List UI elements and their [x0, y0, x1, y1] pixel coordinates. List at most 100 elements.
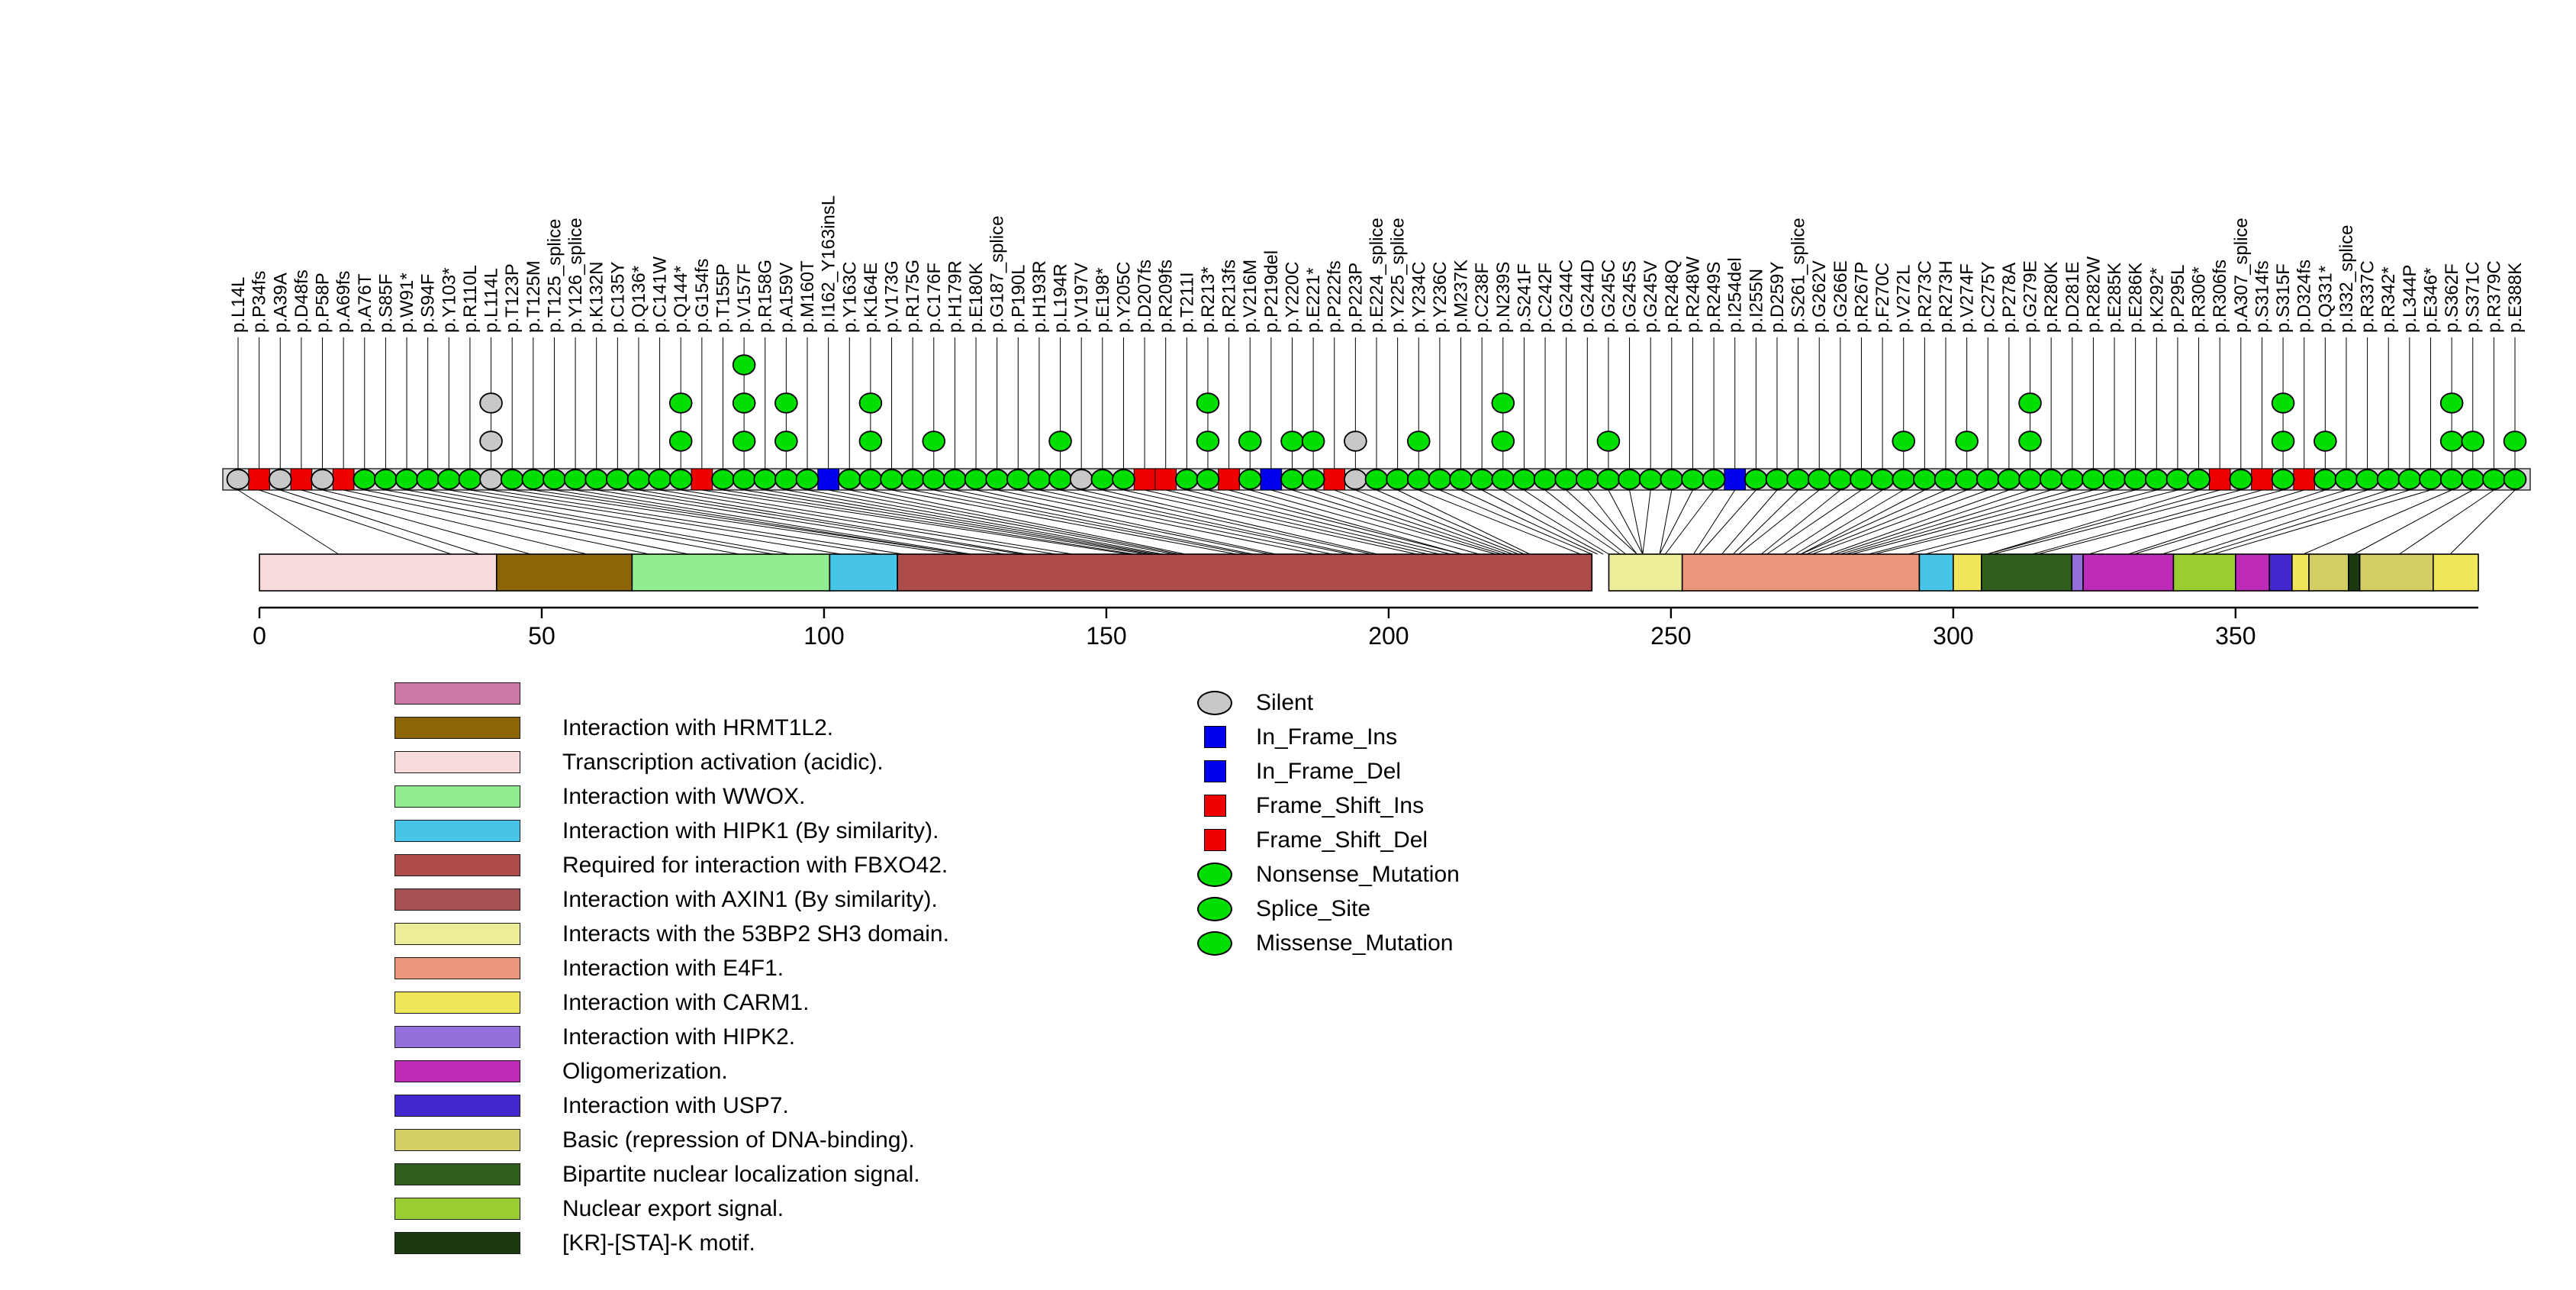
mutation-label: p.D259Y [1767, 262, 1788, 333]
mutation-lollipop [732, 431, 756, 452]
mutation-label: p.Y205C [1113, 262, 1134, 333]
mutation-label: p.C238F [1472, 263, 1492, 333]
mutation-lollipop [1112, 469, 1135, 490]
mutation-lollipop [1301, 469, 1325, 490]
mutation-label: p.L194R [1051, 263, 1071, 333]
mutation-lollipop [1955, 431, 1979, 452]
position-connector [2353, 489, 2473, 555]
square-marker-icon [1203, 760, 1226, 782]
legend-label: [KR]-[STA]-K motif. [562, 1230, 755, 1256]
type-marker-cell [1190, 795, 1239, 817]
mutation-lollipop [1596, 469, 1621, 490]
legend-label: In_Frame_Del [1256, 758, 1402, 784]
mutation-lollipop [1364, 469, 1389, 490]
legend-item: Required for interaction with FBXO42. [394, 848, 949, 882]
mutation-track-mark [290, 468, 313, 491]
mutation-label: p.E221* [1303, 268, 1324, 333]
position-connector [2128, 489, 2326, 555]
position-connector [1544, 489, 1626, 555]
mutation-lollipop [1280, 431, 1304, 452]
mutation-label: p.R306* [2189, 266, 2210, 333]
mutation-lollipop [858, 431, 883, 452]
position-connector [1187, 489, 1451, 555]
legend-label: Bipartite nuclear localization signal. [562, 1161, 920, 1187]
position-connector [975, 489, 1277, 555]
mutation-lollipop [1344, 431, 1367, 452]
mutation-lollipop [900, 469, 925, 490]
mutation-label: p.S315F [2273, 263, 2294, 333]
mutation-label: p.M237K [1451, 260, 1472, 333]
mutation-label: p.I254del [1725, 257, 1746, 333]
mutation-lollipop [1048, 431, 1072, 452]
mutation-label: p.D324fs [2294, 260, 2315, 333]
position-connector [1355, 489, 1519, 555]
legend-item: Missense_Mutation [1190, 926, 1460, 960]
mutation-lollipop [753, 469, 778, 490]
position-connector [1760, 489, 1841, 555]
mutation-lollipop [2461, 431, 2485, 452]
legend-item: Splice_Site [1190, 892, 1460, 926]
mutation-label: p.D207fs [1135, 260, 1155, 333]
legend-label: Frame_Shift_Del [1256, 827, 1428, 853]
position-connector [1312, 489, 1508, 555]
position-connector [744, 489, 1146, 555]
domain-segment [897, 553, 1593, 592]
mutation-label: p.P34fs [250, 271, 270, 333]
mutation-label: p.V216M [1240, 260, 1261, 333]
mutation-track-mark [1260, 468, 1283, 491]
domain-segment [495, 553, 633, 592]
position-connector [1439, 489, 1592, 555]
mutation-lollipop [1491, 392, 1515, 414]
mutation-track-mark [1218, 468, 1240, 491]
mutation-lollipop [1681, 469, 1705, 490]
position-connector [891, 489, 1237, 555]
mutation-label: p.S241F [1514, 263, 1534, 333]
position-connector [870, 489, 1186, 555]
mutation-label: p.S261_splice [1789, 218, 1809, 333]
mutation-lollipop [1238, 431, 1262, 452]
domain-swatch [394, 854, 520, 876]
position-connector [1334, 489, 1513, 555]
mutation-lollipop [732, 354, 756, 376]
position-connector [765, 489, 1152, 555]
position-connector [828, 489, 1174, 555]
mutation-label: p.P223P [1345, 263, 1366, 333]
mutation-lollipop [563, 469, 588, 490]
position-connector [1783, 489, 1883, 555]
axis-tick-label: 50 [528, 622, 555, 650]
legend-label: Interaction with AXIN1 (By similarity). [562, 886, 938, 912]
mutation-lollipop [2439, 431, 2464, 452]
position-connector [1834, 489, 2030, 555]
mutation-lollipop [2018, 392, 2042, 414]
mutation-lollipop [2165, 469, 2190, 490]
position-connector [2213, 489, 2431, 555]
mutation-lollipop [1196, 392, 1220, 414]
mutation-label: p.K132N [587, 262, 607, 333]
legend-item: Interaction with HIPK2. [394, 1020, 949, 1054]
mutation-lollipop [1955, 469, 1979, 490]
legend-item: Bipartite nuclear localization signal. [394, 1157, 949, 1192]
mutation-lollipop [584, 469, 609, 490]
position-connector [1270, 489, 1496, 555]
mutation-lollipop [458, 469, 482, 490]
mutation-label: p.Y163C [839, 262, 860, 333]
mutation-lollipop [985, 469, 1009, 490]
legend-label: Nonsense_Mutation [1256, 861, 1460, 887]
position-connector [1144, 489, 1428, 555]
axis-tick-label: 200 [1368, 622, 1409, 650]
mutation-label: p.P222fs [1325, 260, 1345, 333]
mutation-label: p.L114L [481, 268, 502, 333]
mutation-lollipop [543, 469, 566, 490]
mutation-lollipop [2503, 431, 2527, 452]
axis-tick-label: 350 [2215, 622, 2256, 650]
position-connector [1102, 489, 1378, 555]
mutation-lollipop [2314, 431, 2337, 452]
mutation-lollipop [668, 392, 693, 414]
mutation-lollipop [1786, 469, 1810, 490]
mutation-lollipop [774, 431, 798, 452]
domain-segment [1681, 553, 1921, 592]
mutation-label: p.Y225_splice [1388, 218, 1409, 333]
position-connector [259, 489, 452, 555]
mutation-track-mark [1133, 468, 1156, 491]
